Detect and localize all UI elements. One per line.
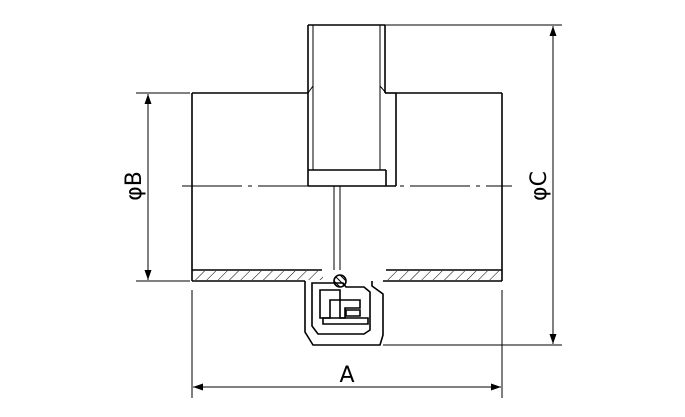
dimension-c-label: φC	[527, 171, 552, 201]
extension-lines	[136, 24, 562, 398]
dimension-a: A	[193, 363, 501, 391]
dimension-b: φB	[122, 94, 152, 280]
union-nut-section	[304, 274, 384, 346]
joint-gap	[333, 186, 341, 270]
dimension-c: φC	[527, 26, 557, 344]
union-nut-top	[307, 24, 397, 187]
pipe-wall-section	[193, 271, 501, 280]
dimension-b-label: φB	[122, 171, 147, 201]
pipe-body	[191, 92, 503, 282]
dimension-a-label: A	[339, 363, 354, 388]
